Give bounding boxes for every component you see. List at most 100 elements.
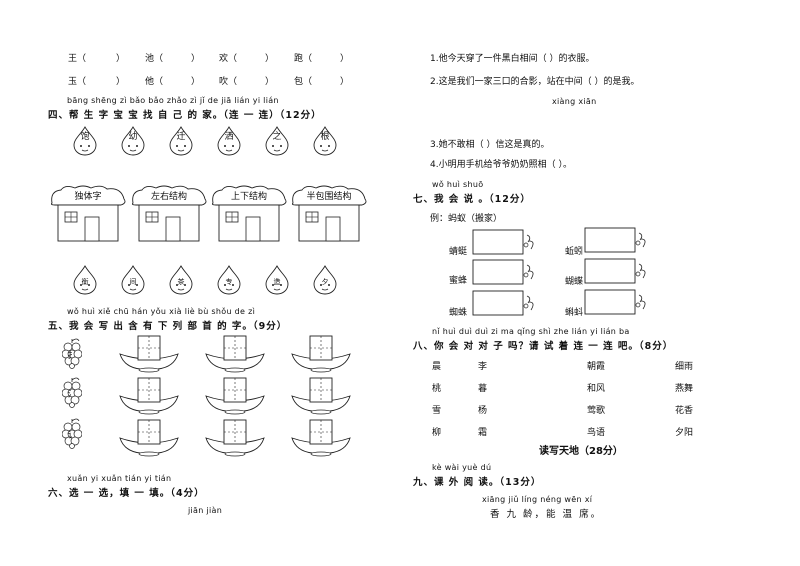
drop-char: 茶 [177,278,185,286]
pair-word[interactable]: 暮 [478,384,488,394]
house-label: 左右结构 [150,192,187,202]
section-5-pinyin: wǒ huì xiě chū hán yǒu xià liè bù shǒu d… [67,307,256,316]
grape-radical: 氵 [61,376,83,408]
insect-label: 蜘蛛 [449,308,468,318]
answer-box[interactable] [540,258,650,284]
writing-bowl[interactable] [290,334,352,374]
reading-text: 香 九 龄，能 温 席。 [490,509,603,520]
word-cell: 王（ [68,54,87,64]
pair-word[interactable]: 燕舞 [675,384,694,394]
answer-box[interactable] [428,229,538,255]
drop-char: 幼 [128,132,138,142]
section-6-pinyin: xuǎn yi xuǎn tián yi tián [67,474,172,483]
word-cell: ） [116,77,126,87]
house-top-bottom[interactable]: 上下结构 [210,185,288,243]
writing-bowl[interactable] [204,376,266,416]
word-cell: ） [265,77,275,87]
answer-box[interactable] [428,290,538,316]
writing-bowl[interactable] [118,418,180,458]
drop-char: 迁 [176,132,186,142]
insect-label: 蝌蚪 [565,308,584,318]
character-drop[interactable]: 专 [216,265,242,295]
section-5-heading: 五、我 会 写 出 含 有 下 列 部 首 的 字。（9分） [48,321,288,332]
question-4: 4.小明用手机给爷爷奶奶照相（ ）。 [430,160,572,170]
character-drop[interactable]: 迁 [168,126,194,156]
pair-word[interactable]: 朝霞 [587,362,606,372]
insect-label: 蜻蜓 [449,247,468,257]
word-cell: 跑（ [294,54,313,64]
word-cell: ） [340,77,350,87]
writing-bowl[interactable] [290,418,352,458]
section-7-heading: 七、我 会 说 。（12分） [413,194,531,205]
insect-label: 蜜蜂 [449,276,468,286]
character-drop[interactable]: 衡 [72,265,98,295]
pair-word[interactable]: 晨 [432,362,442,372]
pair-word[interactable]: 细雨 [675,362,694,372]
grape-radical: 扌 [61,337,83,369]
character-drop[interactable]: 根 [312,126,338,156]
character-drop[interactable]: 茶 [168,265,194,295]
drop-char: 造 [273,278,281,286]
word-cell: ） [340,54,350,64]
house-half-enclosed[interactable]: 半包围结构 [290,185,368,243]
section-6-heading: 六、选 一 选，填 一 填。（4分） [48,488,205,499]
pair-word[interactable]: 夕阳 [675,428,694,438]
writing-bowl[interactable] [118,376,180,416]
answer-box[interactable] [540,289,650,315]
word-cell: 包（ [294,77,313,87]
house-label: 半包围结构 [306,192,352,202]
word-cell: 玉（ [68,77,87,87]
pair-word[interactable]: 李 [478,362,488,372]
grape-radical: 讠 [61,417,83,449]
word-cell: ） [191,54,201,64]
word-cell: 池（ [145,54,164,64]
word-cell: 吹（ [219,77,238,87]
section-4-pinyin: bāng shēng zì bǎo bǎo zhǎo zì jǐ de jiā … [67,96,279,105]
house-left-right[interactable]: 左右结构 [130,185,208,243]
drop-char: 间 [129,278,137,286]
question-1: 1.他今天穿了一件黑白相间（ ）的衣服。 [430,54,595,64]
pair-word[interactable]: 桃 [432,384,442,394]
house-label: 上下结构 [230,192,267,202]
character-drop[interactable]: 洒 [216,126,242,156]
answer-box[interactable] [540,227,650,253]
example-text: 例：蚂蚁（搬家） [430,214,503,224]
pair-word[interactable]: 雪 [432,406,442,416]
answer-box[interactable] [428,259,538,285]
question-2: 2.这是我们一家三口的合影，站在中间（ ）的是我。 [430,77,640,87]
writing-bowl[interactable] [290,376,352,416]
drop-char: 饱 [80,132,90,142]
character-drop[interactable]: 饱 [72,126,98,156]
word-cell: 他（ [145,77,164,87]
pair-word[interactable]: 莺歌 [587,406,606,416]
pair-word[interactable]: 霜 [478,428,488,438]
pair-word[interactable]: 和风 [587,384,606,394]
character-drop[interactable]: 之 [264,126,290,156]
writing-bowl[interactable] [118,334,180,374]
drop-char: 衡 [81,278,89,286]
pair-word[interactable]: 柳 [432,428,442,438]
writing-bowl[interactable] [204,418,266,458]
radical-char: 氵 [67,390,77,400]
radical-char: 讠 [67,431,77,441]
pair-word[interactable]: 花香 [675,406,694,416]
character-drop[interactable]: 幼 [120,126,146,156]
word-cell: ） [191,77,201,87]
section-title: 读写天地（28分） [539,446,623,457]
section-8-heading: 八、你 会 对 对 子 吗？请 试 着 连 一 连 吧。（8分） [413,341,674,352]
word-cell: ） [265,54,275,64]
choices-pinyin: jiān jiàn [188,506,223,515]
character-drop[interactable]: 间 [120,265,146,295]
drop-char: 根 [320,132,330,142]
character-drop[interactable]: 造 [264,265,290,295]
section-9-pinyin: kè wài yuè dú [432,463,492,472]
character-drop[interactable]: 夕 [312,265,338,295]
section-9-heading: 九、课 外 阅 读。（13分） [413,477,542,488]
pair-word[interactable]: 杨 [478,406,488,416]
house-single-component[interactable]: 独体字 [49,185,127,243]
pair-word[interactable]: 鸟语 [587,428,606,438]
drop-char: 之 [272,132,282,142]
reading-pinyin: xiāng jiǔ líng néng wēn xí [482,495,593,504]
writing-bowl[interactable] [204,334,266,374]
insect-label: 蝴蝶 [565,277,584,287]
